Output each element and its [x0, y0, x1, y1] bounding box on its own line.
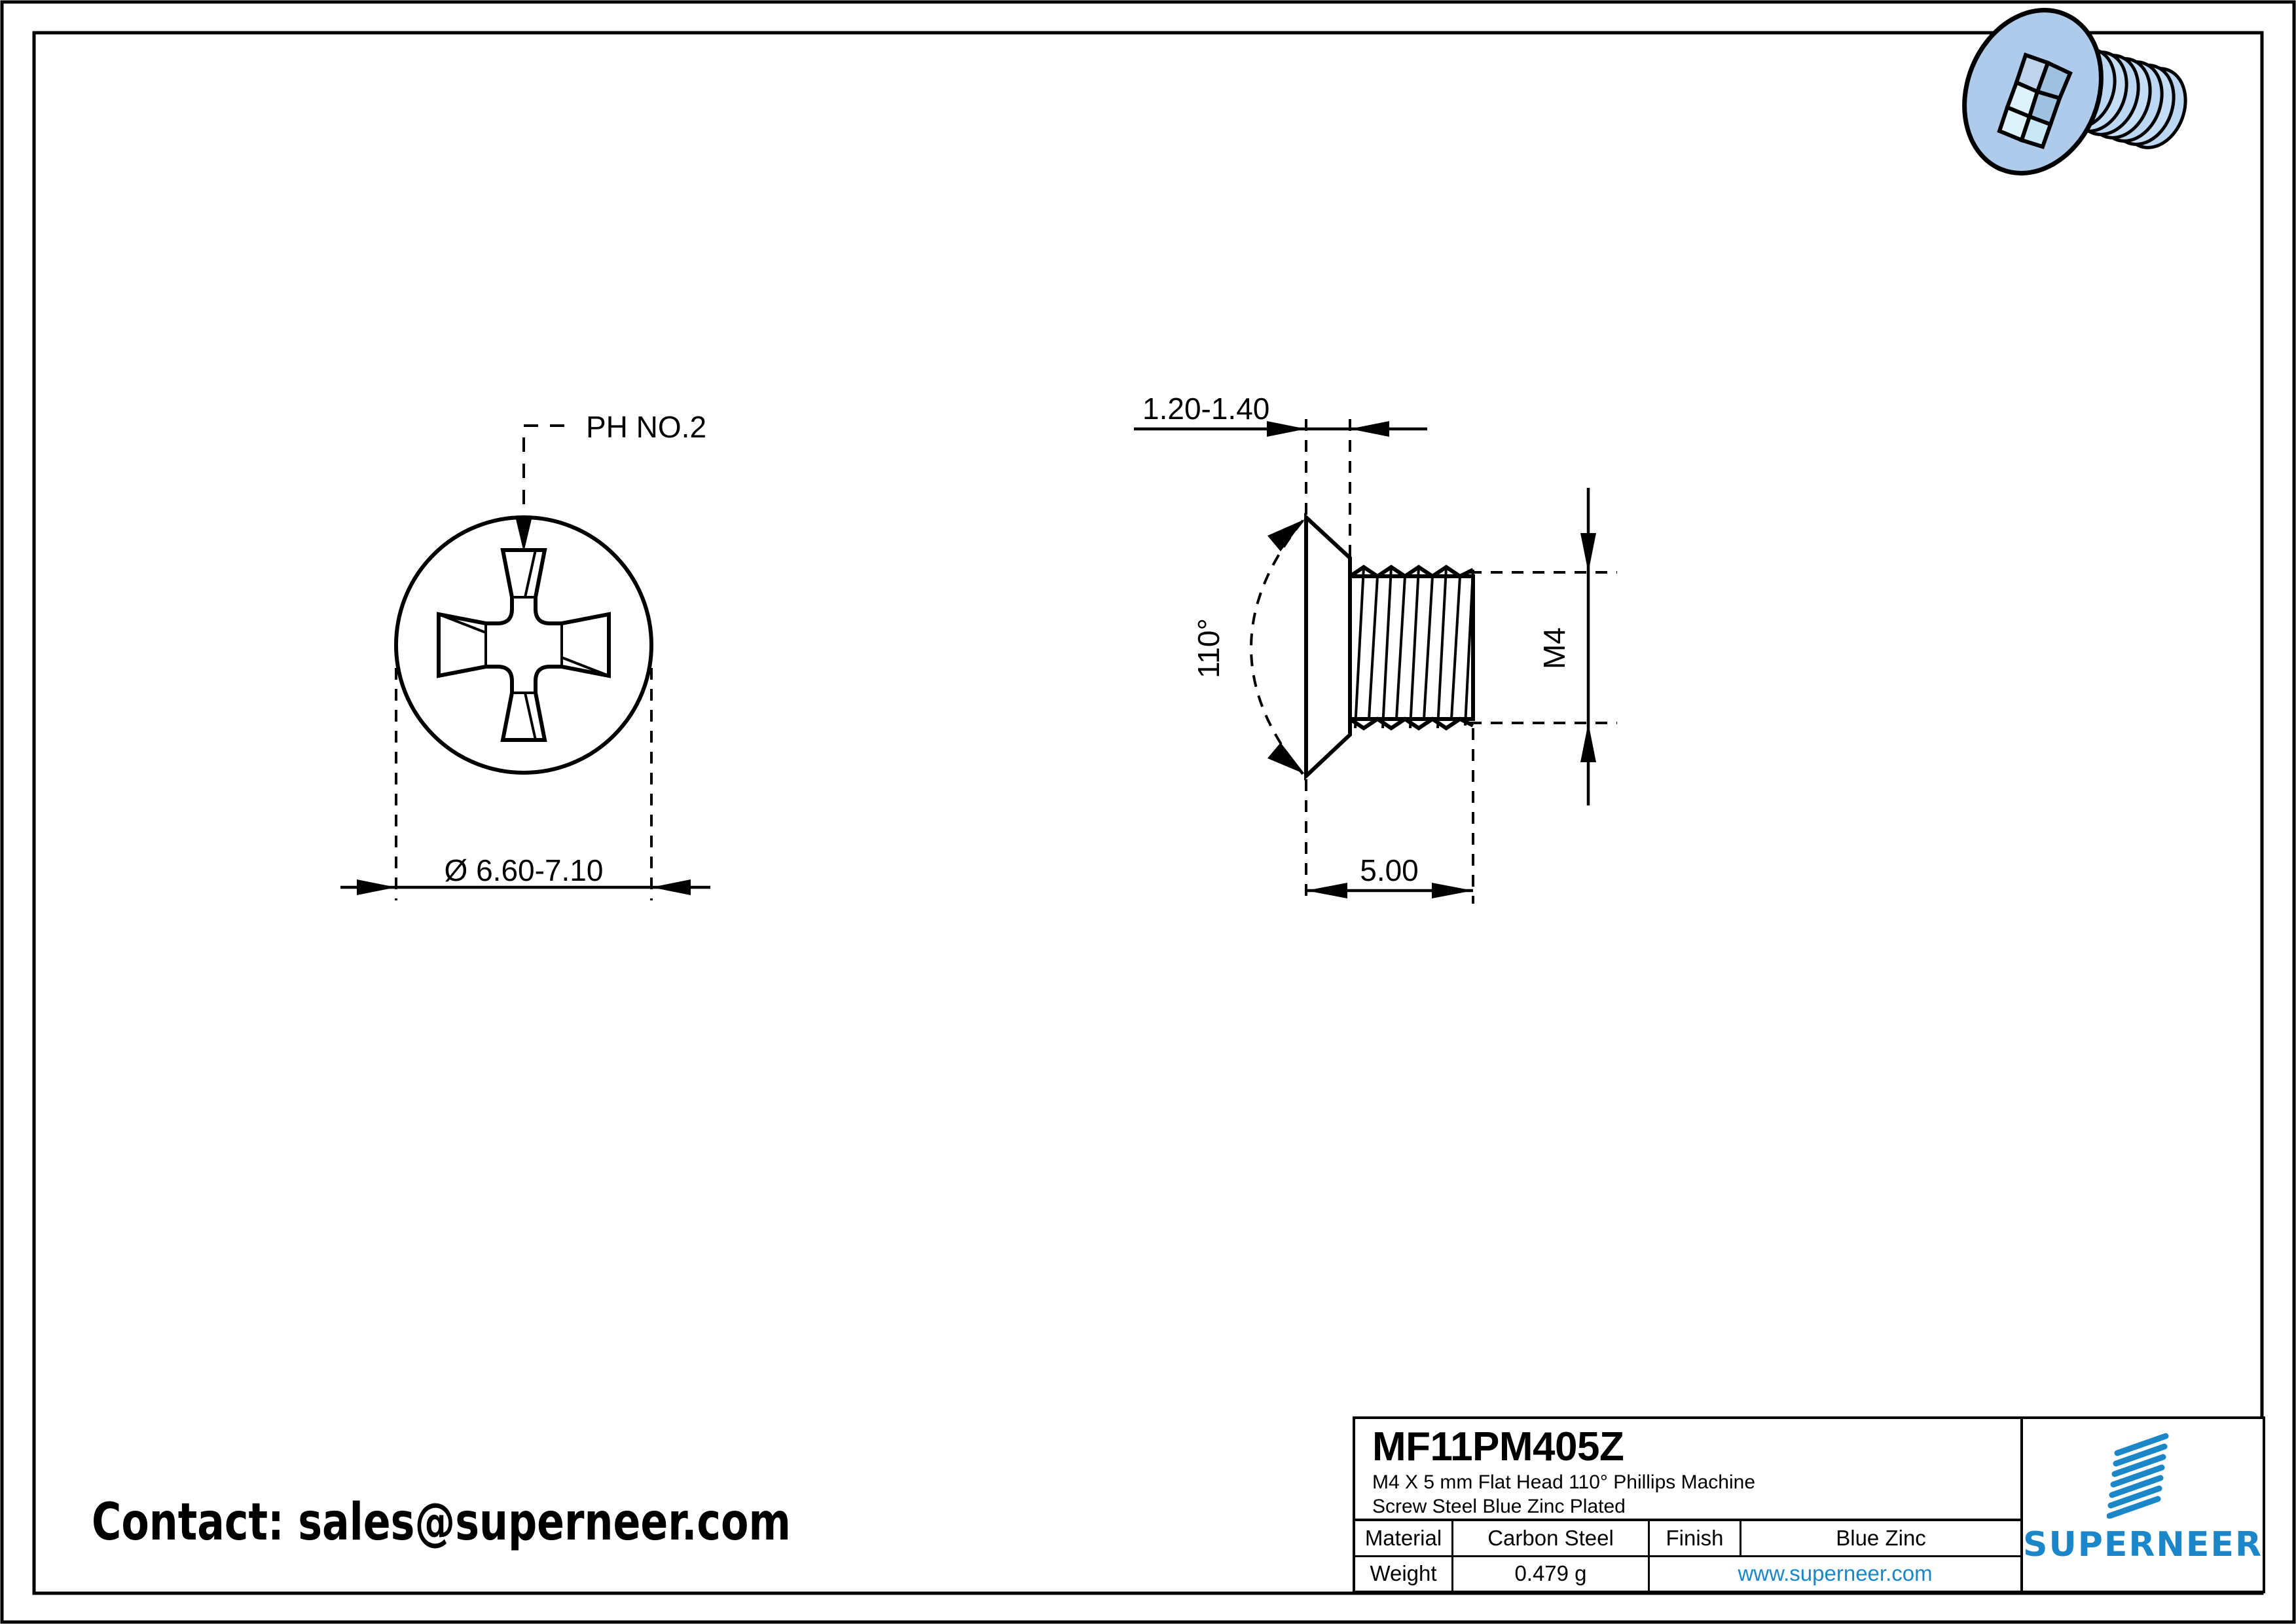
ph-callout-text: PH NO.2: [586, 410, 706, 444]
recess-flank-right: [561, 656, 610, 677]
thread-crest-bottom: [1349, 716, 1474, 731]
isometric-screw-render: [1962, 8, 2187, 175]
brand-panel: SUPERNEER: [2023, 1419, 2263, 1591]
description-line-2: Screw Steel Blue Zinc Plated: [1372, 1496, 1626, 1517]
brand-name: SUPERNEER: [2023, 1525, 2263, 1564]
website-link[interactable]: www.superneer.com: [1738, 1561, 1933, 1586]
side-view-group: [1134, 419, 1617, 904]
material-label: Material: [1355, 1521, 1453, 1555]
description-line-1: M4 X 5 mm Flat Head 110° Phillips Machin…: [1372, 1471, 1756, 1493]
thread-flank-6: [1423, 576, 1434, 720]
weight-website-row: Weight 0.479 g www.superneer.com: [1355, 1557, 2020, 1591]
thread-crest-top: [1349, 564, 1474, 579]
recess-flank-top: [524, 549, 537, 598]
title-block: MF11PM405Z M4 X 5 mm Flat Head 110° Phil…: [1353, 1416, 2265, 1593]
thread-flank-9: [1464, 569, 1474, 726]
contact-text: Contact: sales@superneer.com: [92, 1493, 791, 1552]
inner-frame: [32, 31, 2264, 1595]
head-angle-dimension-text: 110°: [1192, 618, 1226, 678]
screw-head-profile: [1304, 513, 1352, 781]
thread-flank-7: [1436, 566, 1448, 729]
head-angle-arrow-bottom: [1267, 743, 1305, 774]
part-number: MF11PM405Z: [1372, 1424, 1624, 1469]
superneer-logo-icon: [2107, 1433, 2169, 1519]
head-height-dimension-text: 1.20-1.40: [1142, 392, 1269, 426]
iso-phillips-recess: [1997, 52, 2073, 149]
thread-flank-2: [1368, 576, 1379, 720]
diameter-arrow-left: [357, 879, 396, 895]
weight-value: 0.479 g: [1453, 1557, 1650, 1591]
material-finish-row: Material Carbon Steel Finish Blue Zinc: [1355, 1521, 2021, 1557]
material-value: Carbon Steel: [1453, 1521, 1650, 1555]
finish-label: Finish: [1650, 1521, 1741, 1555]
length-arrow-left: [1306, 883, 1347, 898]
length-arrow-right: [1432, 883, 1473, 898]
screw-head-circle: [394, 515, 653, 775]
title-block-left: MF11PM405Z M4 X 5 mm Flat Head 110° Phil…: [1355, 1419, 2024, 1591]
head-height-arrow-right: [1350, 421, 1389, 437]
m4-thread-callout-text: M4: [1537, 627, 1571, 669]
phillips-recess-outline: [437, 548, 611, 742]
thread-flank-5: [1409, 566, 1420, 729]
thread-flank-3: [1381, 566, 1393, 729]
head-angle-arc: [1250, 519, 1304, 775]
finish-value: Blue Zinc: [1836, 1525, 1926, 1550]
thread-flank-8: [1450, 576, 1461, 720]
length-dimension-text: 5.00: [1360, 853, 1419, 887]
title-block-description: MF11PM405Z M4 X 5 mm Flat Head 110° Phil…: [1355, 1419, 2021, 1521]
ph-callout-arrowhead: [516, 519, 532, 552]
diameter-arrow-right: [651, 879, 691, 895]
weight-label: Weight: [1355, 1557, 1453, 1591]
thread-flank-1: [1354, 566, 1365, 729]
recess-flank-left: [438, 613, 486, 634]
m4-arrow-top: [1580, 533, 1596, 572]
recess-flank-bottom: [524, 692, 537, 741]
thread-flank-4: [1395, 576, 1406, 720]
head-height-arrow-left: [1267, 421, 1306, 437]
m4-arrow-bottom: [1580, 723, 1596, 762]
diameter-dimension-text: Ø 6.60-7.10: [445, 853, 604, 887]
ph-callout-leader: [522, 424, 570, 530]
top-view-group: [340, 424, 710, 900]
head-angle-arrow-top: [1267, 519, 1305, 551]
